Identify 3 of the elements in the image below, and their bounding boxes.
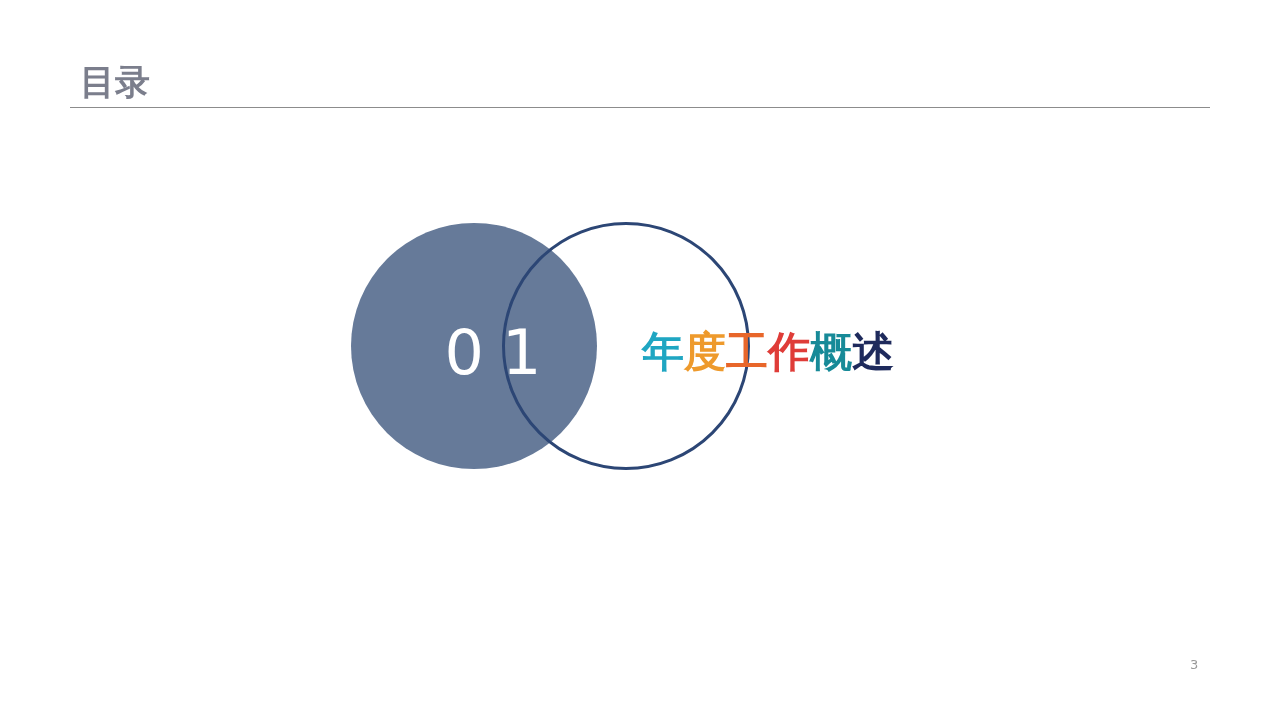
page-number: 3	[1190, 657, 1199, 673]
page-title: 目录	[80, 61, 150, 104]
section-number: 01	[444, 318, 560, 388]
